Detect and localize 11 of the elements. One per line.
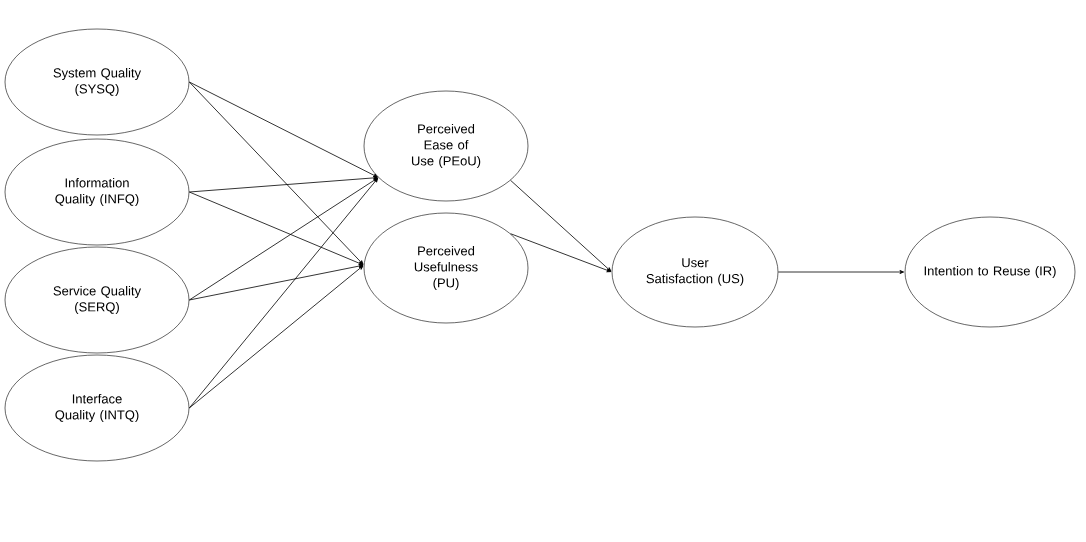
- arrow: [188, 265, 364, 409]
- arrow: [188, 175, 378, 193]
- arrow: [510, 179, 612, 272]
- arrow: [188, 264, 364, 301]
- arrow: [777, 270, 905, 274]
- arrow: [510, 233, 612, 273]
- arrow: [188, 177, 379, 409]
- arrow: [188, 191, 364, 266]
- arrow: [188, 177, 378, 301]
- arrow: [188, 81, 378, 178]
- arrow: [188, 81, 364, 265]
